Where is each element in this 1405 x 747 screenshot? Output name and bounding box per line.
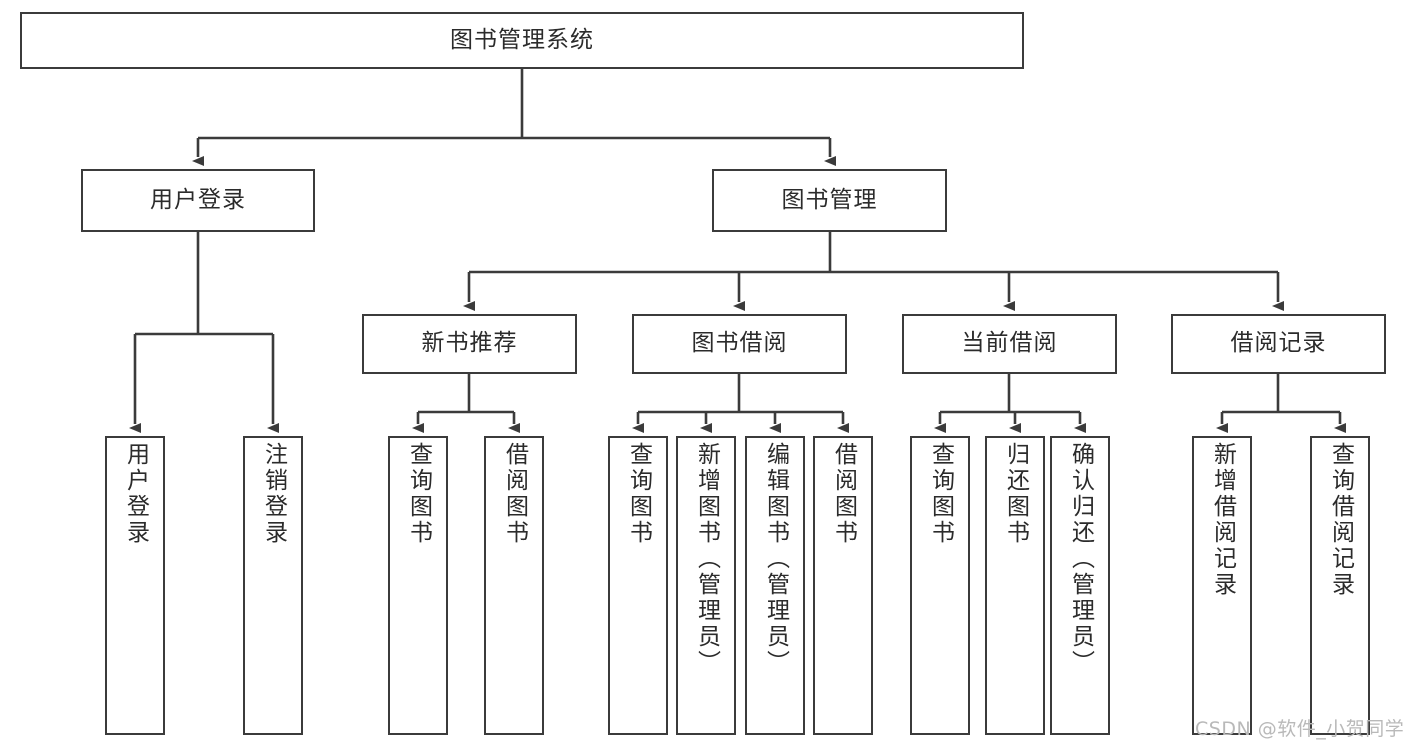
node-book-manage[interactable]: 图书管理	[712, 169, 947, 232]
node-label: 新书推荐	[421, 330, 518, 357]
node-label: 用户登录	[150, 186, 246, 213]
node-label: 归还图书	[1002, 442, 1029, 546]
node-new-book-recommend[interactable]: 新书推荐	[362, 314, 577, 374]
leaf-node-return-book[interactable]: 归还图书	[985, 436, 1045, 735]
node-label: 新增图书（管理员）	[693, 442, 720, 676]
node-label: 注销登录	[260, 442, 287, 546]
leaf-node-add-borrow-record[interactable]: 新增借阅记录	[1192, 436, 1252, 735]
leaf-node-borrow-book[interactable]: 借阅图书	[813, 436, 873, 735]
leaf-node-edit-book[interactable]: 编辑图书（管理员）	[745, 436, 805, 735]
node-user-login[interactable]: 用户登录	[81, 169, 315, 232]
node-label: 图书借阅	[691, 330, 788, 357]
leaf-node-query-book-recommend[interactable]: 查询图书	[388, 436, 448, 735]
node-label: 图书管理系统	[450, 26, 594, 53]
node-label: 查询图书	[405, 442, 432, 546]
node-label: 借阅图书	[501, 442, 528, 546]
node-book-borrow[interactable]: 图书借阅	[632, 314, 847, 374]
leaf-node-query-book-current[interactable]: 查询图书	[910, 436, 970, 735]
node-label: 当前借阅	[961, 330, 1058, 357]
leaf-node-borrow-book-recommend[interactable]: 借阅图书	[484, 436, 544, 735]
leaf-node-logout[interactable]: 注销登录	[243, 436, 303, 735]
node-label: 查询借阅记录	[1327, 442, 1354, 598]
node-label: 借阅记录	[1230, 330, 1327, 357]
leaf-node-query-borrow-record[interactable]: 查询借阅记录	[1310, 436, 1370, 735]
node-label: 新增借阅记录	[1209, 442, 1236, 598]
node-label: 编辑图书（管理员）	[762, 442, 789, 676]
node-current-borrow[interactable]: 当前借阅	[902, 314, 1117, 374]
leaf-node-confirm-return[interactable]: 确认归还（管理员）	[1050, 436, 1110, 735]
node-label: 确认归还（管理员）	[1067, 442, 1094, 676]
node-root-system[interactable]: 图书管理系统	[20, 12, 1024, 69]
node-label: 图书管理	[781, 186, 878, 213]
leaf-node-user-login[interactable]: 用户登录	[105, 436, 165, 735]
leaf-node-add-book[interactable]: 新增图书（管理员）	[676, 436, 736, 735]
node-borrow-record[interactable]: 借阅记录	[1171, 314, 1386, 374]
leaf-node-query-book-borrow[interactable]: 查询图书	[608, 436, 668, 735]
node-label: 查询图书	[927, 442, 954, 546]
csdn-watermark: CSDN @软件_小贺同学	[1195, 718, 1405, 740]
node-label: 查询图书	[625, 442, 652, 546]
node-label: 用户登录	[122, 442, 149, 546]
node-label: 借阅图书	[830, 442, 857, 546]
